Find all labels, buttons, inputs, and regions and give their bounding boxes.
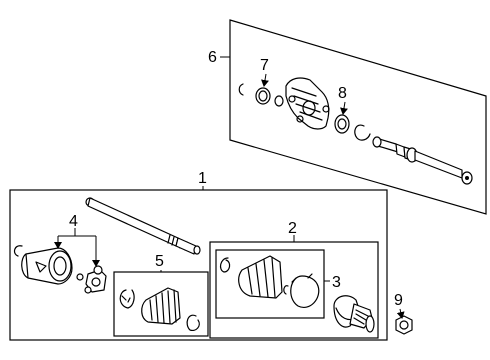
callout-2: 2 <box>288 220 297 237</box>
snap-ring-upper <box>354 124 371 141</box>
callout-8: 8 <box>338 85 347 102</box>
washer-4 <box>76 273 84 281</box>
panel-outline-1 <box>9 189 388 341</box>
kit-box-3 <box>215 249 325 319</box>
boot-kit-5 <box>119 287 200 331</box>
leader-9 <box>396 308 405 319</box>
leader-8 <box>340 101 348 115</box>
outer-cv-joint <box>333 295 375 333</box>
callout-6: 6 <box>208 49 217 66</box>
half-shaft <box>85 197 201 255</box>
tripod-joint <box>84 265 107 294</box>
axle-nut-9 <box>395 315 413 335</box>
bearing-8 <box>334 114 350 134</box>
panel-outline-6 <box>229 19 487 215</box>
leader-4 <box>54 228 100 267</box>
snap-clip-upper <box>238 83 244 96</box>
callout-3: 3 <box>332 274 341 291</box>
small-ring-upper <box>274 95 284 107</box>
leader-7 <box>261 73 269 87</box>
callout-1: 1 <box>198 170 207 187</box>
intermediate-shaft <box>372 136 473 185</box>
boot-kit-3 <box>219 255 320 308</box>
callout-4: 4 <box>69 213 78 230</box>
callout-9: 9 <box>394 292 403 309</box>
inner-joint-housing <box>21 247 73 285</box>
snap-ring-left <box>13 245 23 257</box>
support-bracket <box>285 77 330 130</box>
callout-5: 5 <box>155 253 164 270</box>
seal-ring-7 <box>255 87 271 105</box>
callout-7: 7 <box>260 57 269 74</box>
intermediate-shaft-panel <box>229 19 487 215</box>
